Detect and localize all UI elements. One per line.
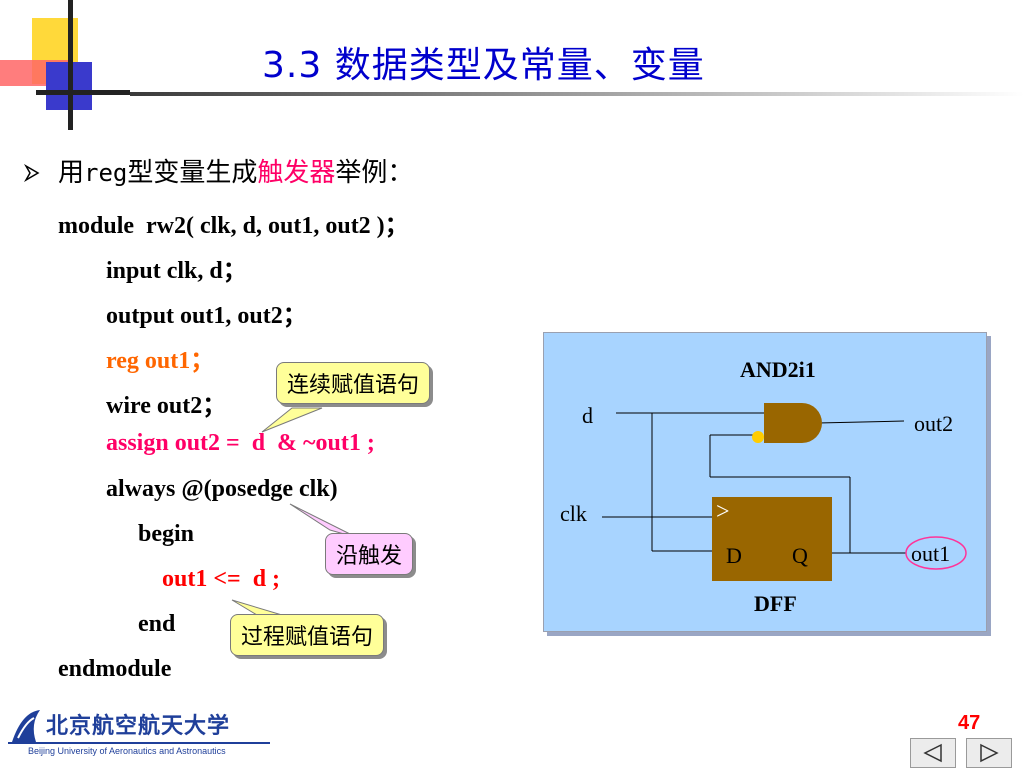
inverter-bubble [752, 431, 764, 443]
gate-label: AND2i1 [740, 357, 816, 382]
heading-prefix: 用 [58, 158, 85, 188]
page-number: 47 [958, 712, 981, 734]
heading-middle: 型变量生成 [127, 158, 258, 188]
callout-continuous-assign: 连续赋值语句 [276, 362, 431, 404]
bullet-arrow-icon [23, 160, 40, 188]
code-line-output: output out1, out2； [106, 303, 307, 329]
circuit-diagram: AND2i1 d clk out2 out1 > D Q DFF [543, 332, 987, 632]
code-line-end: end [138, 611, 176, 637]
dff-pin-d: D [726, 543, 742, 568]
callout-edge-trigger: 沿触发 [325, 533, 414, 575]
example-heading: 用reg型变量生成触发器举例： [58, 152, 413, 189]
signal-out2-label: out2 [914, 411, 954, 436]
code-line-module: module rw2( clk, d, out1, out2 )； [58, 213, 409, 239]
callout-pointers [231, 407, 359, 619]
signal-out1-label: out1 [911, 541, 951, 566]
code-line-nonblocking: out1 <= d ; [162, 566, 281, 592]
dff-label: DFF [754, 591, 797, 616]
prev-slide-button[interactable] [910, 738, 956, 768]
corner-decoration [0, 0, 130, 130]
university-logo: 北京航空航天大学 Beijing University of Aeronauti… [8, 706, 278, 766]
signal-clk-label: clk [560, 501, 587, 526]
out1-highlight-ring [905, 536, 967, 570]
and-gate-shape [764, 403, 822, 443]
clock-edge-symbol: > [716, 499, 730, 525]
logo-emblem-icon [12, 710, 40, 742]
code-line-always: always @(posedge clk) [106, 476, 338, 502]
heading-highlight: 触发器 [257, 158, 336, 188]
heading-keyword: reg [84, 159, 128, 187]
dff-block [712, 497, 832, 581]
code-line-begin: begin [138, 521, 195, 547]
logo-rule [8, 742, 270, 744]
callout-procedural-assign: 过程赋值语句 [230, 614, 385, 656]
dff-pin-q: Q [792, 543, 808, 568]
signal-d-label: d [582, 403, 593, 428]
triangle-left-icon [923, 743, 942, 763]
code-line-input: input clk, d； [106, 258, 247, 284]
code-line-endmodule: endmodule [58, 656, 172, 682]
logo-chinese-name: 北京航空航天大学 [46, 713, 231, 739]
code-line-wire: wire out2； [106, 393, 227, 419]
corner-graphic [0, 0, 130, 130]
slide-title: 3.3 数据类型及常量、变量 [262, 45, 705, 86]
code-line-reg: reg out1； [106, 348, 215, 374]
next-slide-button[interactable] [966, 738, 1012, 768]
triangle-right-icon [980, 743, 999, 763]
heading-suffix: 举例： [335, 158, 414, 188]
circuit-wires [602, 403, 967, 581]
title-underline [130, 92, 1024, 96]
logo-english-name: Beijing University of Aeronautics and As… [28, 746, 226, 756]
code-line-assign: assign out2 = d & ~out1 ; [106, 430, 375, 456]
